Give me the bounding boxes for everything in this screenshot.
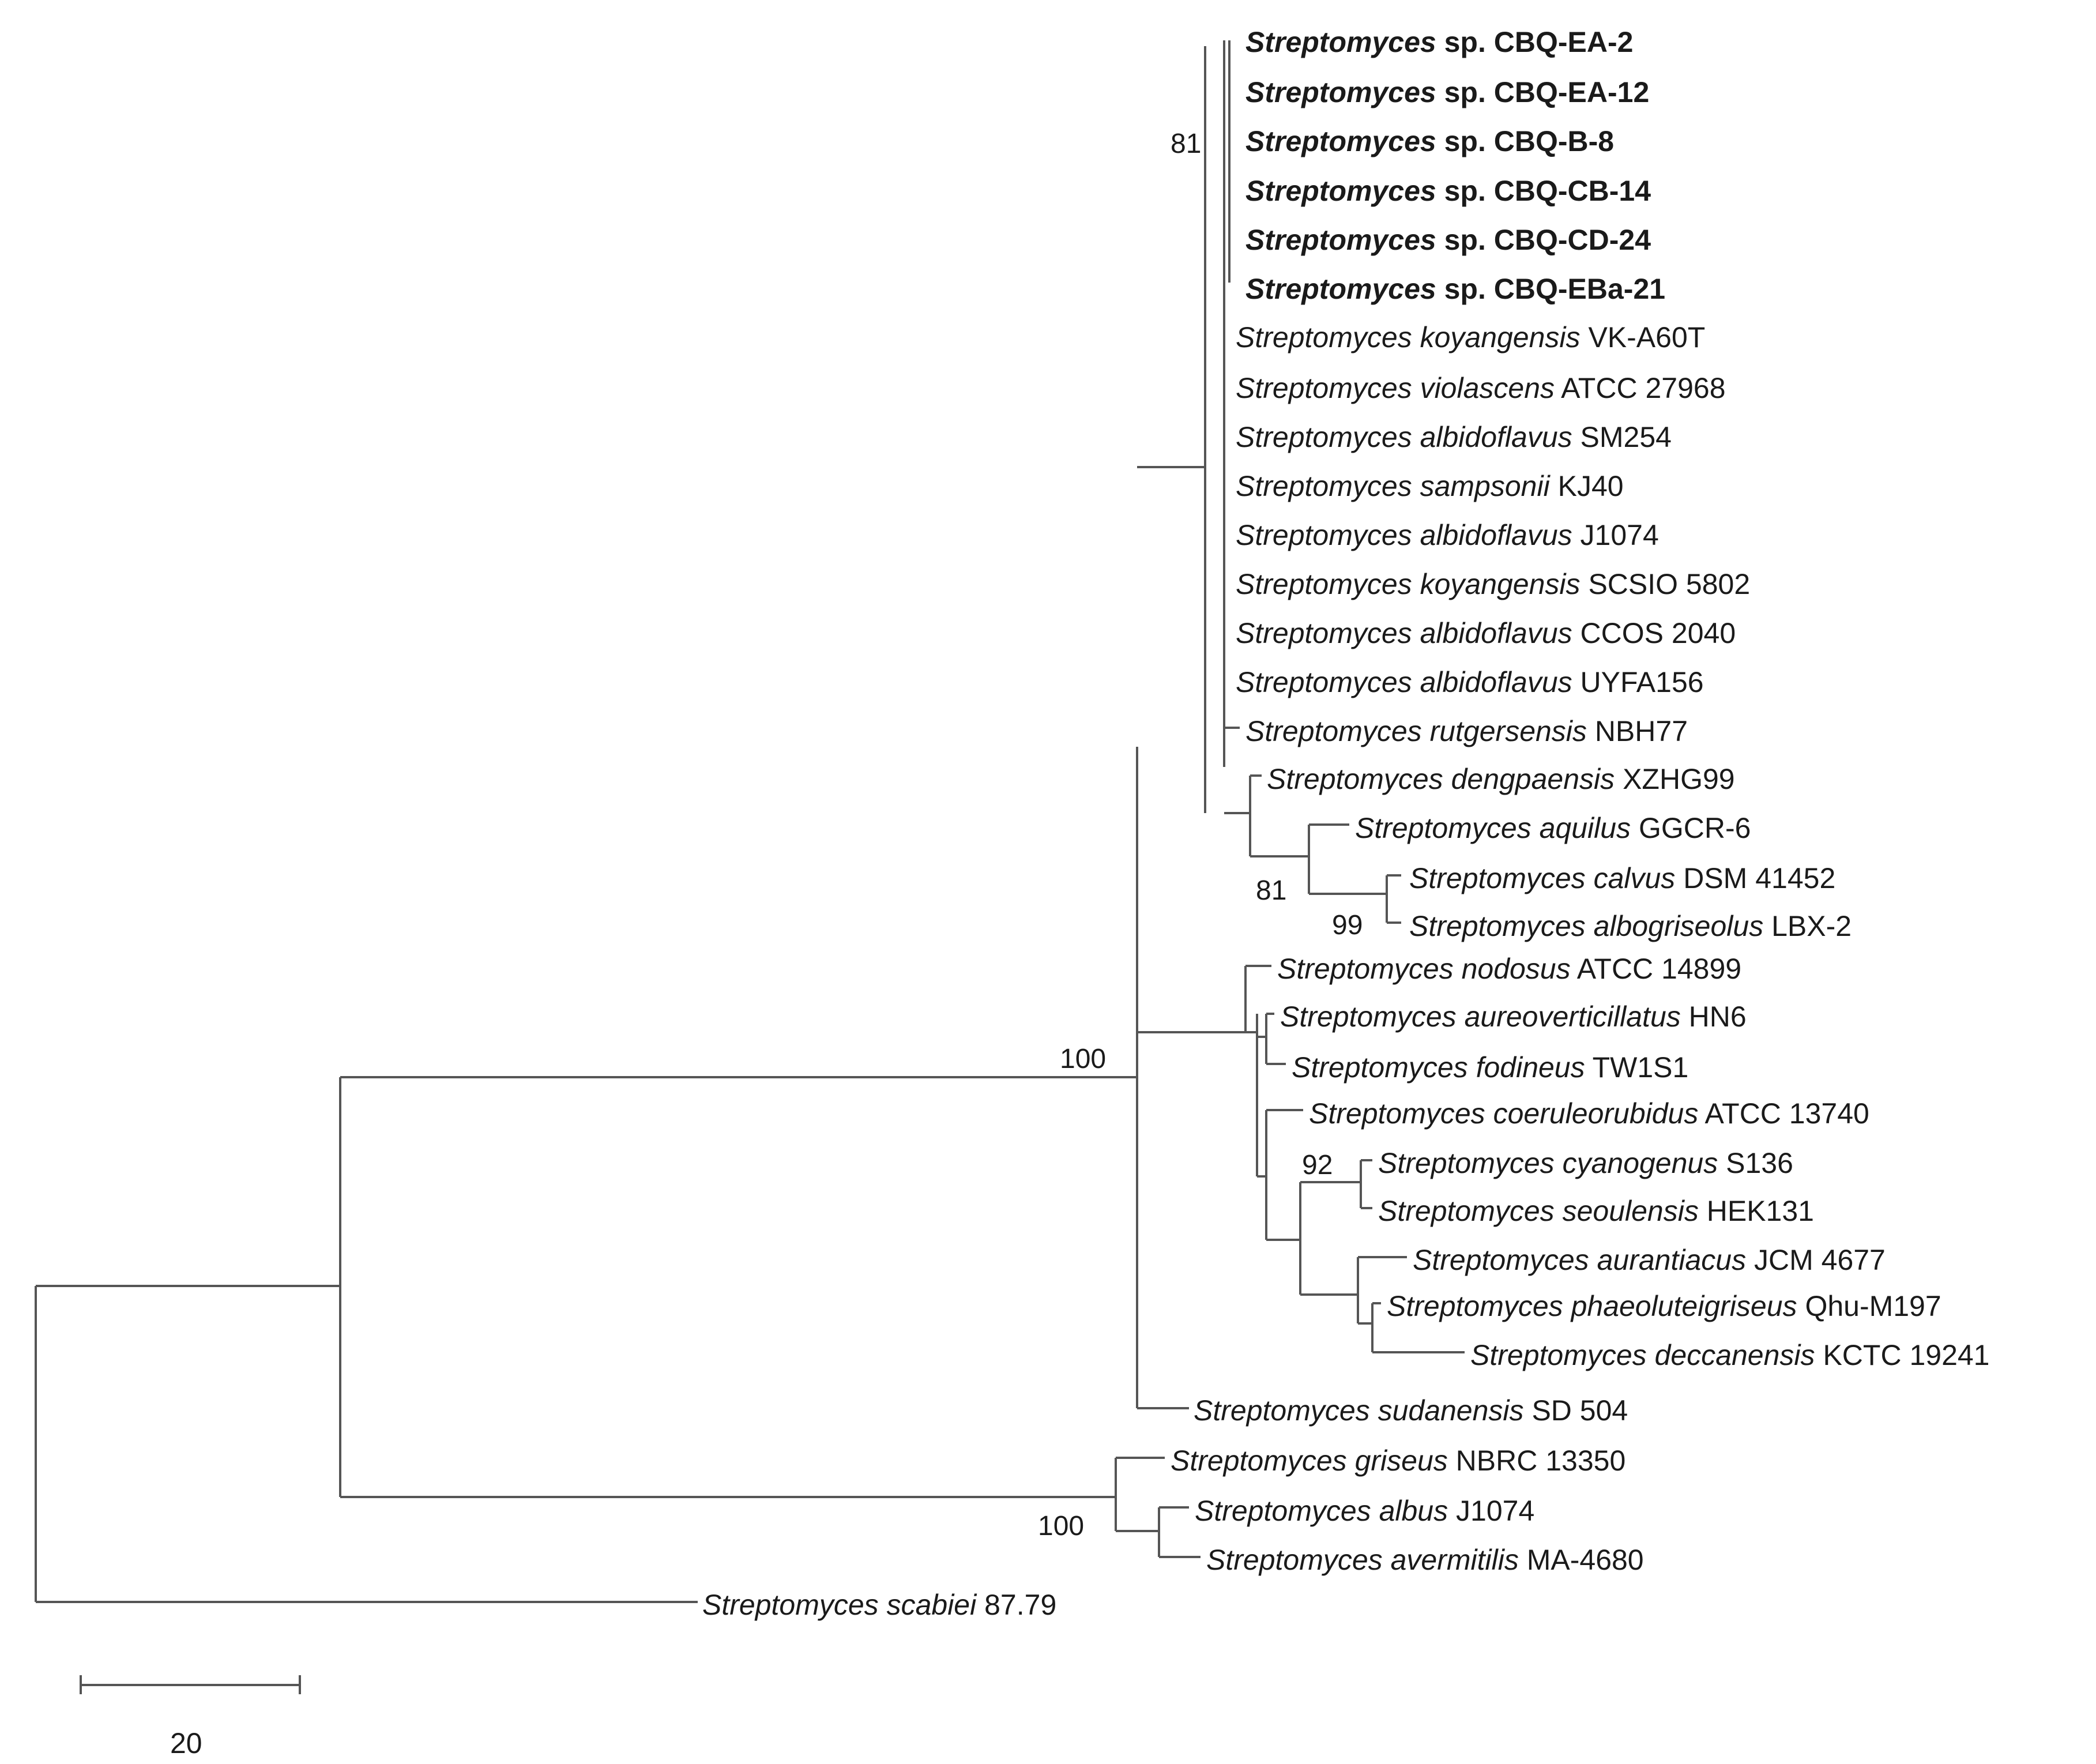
taxon-label: Streptomyces aureoverticillatus HN6 bbox=[1280, 1001, 1747, 1033]
taxon-label: Streptomyces deccanensis KCTC 19241 bbox=[1470, 1339, 1990, 1371]
taxon-label: Streptomyces albidoflavus UYFA156 bbox=[1236, 666, 1704, 698]
support-value: 81 bbox=[1256, 875, 1286, 906]
taxon-label: Streptomyces nodosus ATCC 14899 bbox=[1277, 953, 1741, 985]
taxon-label: Streptomyces sp. CBQ-EBa-21 bbox=[1245, 273, 1665, 305]
taxon-label: Streptomyces aurantiacus JCM 4677 bbox=[1413, 1244, 1886, 1276]
taxon-label: Streptomyces aquilus GGCR-6 bbox=[1355, 812, 1751, 844]
support-value: 100 bbox=[1060, 1044, 1106, 1074]
support-value: 100 bbox=[1038, 1511, 1084, 1541]
taxon-label: Streptomyces violascens ATCC 27968 bbox=[1236, 372, 1726, 404]
taxon-label: Streptomyces albidoflavus J1074 bbox=[1236, 519, 1659, 551]
taxon-label: Streptomyces sp. CBQ-EA-12 bbox=[1245, 76, 1649, 108]
scale-bar-line bbox=[80, 1675, 301, 1694]
taxon-labels: Streptomyces sp. CBQ-EA-2 Streptomyces s… bbox=[702, 26, 1990, 1621]
taxon-label: Streptomyces albidoflavus CCOS 2040 bbox=[1236, 617, 1736, 649]
taxon-label: Streptomyces sp. CBQ-CD-24 bbox=[1245, 224, 1651, 256]
support-value: 92 bbox=[1302, 1150, 1333, 1180]
taxon-label: Streptomyces phaeoluteigriseus Qhu-M197 bbox=[1387, 1290, 1941, 1322]
taxon-label: Streptomyces sudanensis SD 504 bbox=[1194, 1394, 1628, 1427]
taxon-label: Streptomyces albus J1074 bbox=[1195, 1495, 1534, 1527]
taxon-label: Streptomyces cyanogenus S136 bbox=[1378, 1147, 1793, 1179]
taxon-label: Streptomyces albidoflavus SM254 bbox=[1236, 421, 1672, 453]
taxon-label: Streptomyces sp. CBQ-B-8 bbox=[1245, 125, 1614, 157]
taxon-label: Streptomyces sampsonii KJ40 bbox=[1236, 470, 1624, 502]
scale-bar-label: 20 bbox=[170, 1727, 202, 1759]
support-value: 81 bbox=[1171, 129, 1201, 159]
taxon-label: Streptomyces dengpaensis XZHG99 bbox=[1267, 763, 1735, 795]
taxon-label: Streptomyces coeruleorubidus ATCC 13740 bbox=[1309, 1097, 1869, 1130]
taxon-label: Streptomyces koyangensis SCSIO 5802 bbox=[1236, 568, 1750, 600]
taxon-label: Streptomyces rutgersensis NBH77 bbox=[1245, 715, 1688, 747]
taxon-label: Streptomyces sp. CBQ-CB-14 bbox=[1245, 175, 1651, 207]
tree-branches bbox=[35, 40, 1465, 1603]
taxon-label: Streptomyces calvus DSM 41452 bbox=[1409, 862, 1835, 894]
taxon-label: Streptomyces seoulensis HEK131 bbox=[1378, 1195, 1814, 1227]
taxon-label: Streptomyces sp. CBQ-EA-2 bbox=[1245, 26, 1633, 58]
scale-bar: 20 bbox=[80, 1675, 301, 1759]
taxon-label: Streptomyces scabiei 87.79 bbox=[702, 1589, 1056, 1621]
taxon-label: Streptomyces avermitilis MA-4680 bbox=[1206, 1544, 1644, 1576]
support-values: 81 81 99 100 92 100 bbox=[1038, 129, 1363, 1541]
taxon-label: Streptomyces fodineus TW1S1 bbox=[1292, 1051, 1688, 1084]
taxon-label: Streptomyces albogriseolus LBX-2 bbox=[1409, 910, 1852, 942]
taxon-label: Streptomyces koyangensis VK-A60T bbox=[1236, 321, 1705, 353]
taxon-label: Streptomyces griseus NBRC 13350 bbox=[1171, 1445, 1625, 1477]
support-value: 99 bbox=[1332, 910, 1363, 941]
